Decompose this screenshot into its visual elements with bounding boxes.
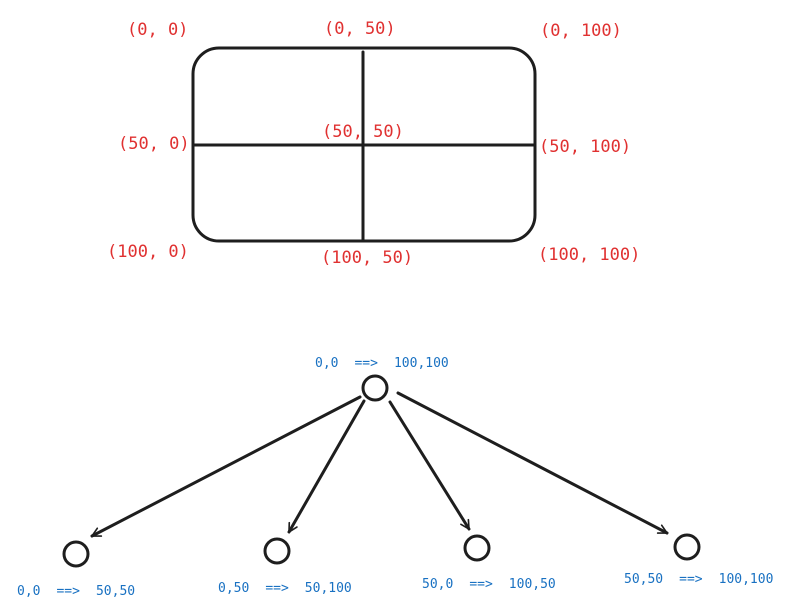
child-3-range-to: 100,50: [509, 577, 556, 592]
child-3-range-arrow: ==>: [469, 577, 493, 592]
child-node-2-circle: [263, 537, 291, 565]
edge-to-child-3: [388, 400, 471, 531]
child-node-3-circle: [463, 534, 491, 562]
grid-figure: [191, 46, 537, 243]
child-3-range-label: 50,0 ==> 100,50: [422, 577, 556, 592]
child-1-range-label: 0,0 ==> 50,50: [17, 584, 135, 599]
child-4-range-label: 50,50 ==> 100,100: [624, 572, 773, 587]
child-4-range-from: 50,50: [624, 572, 663, 587]
child-node-2: 0,50 ==> 50,100: [218, 537, 352, 596]
coord-label-middle-left: (50, 0): [118, 134, 190, 154]
coord-label-bottom-left: (100, 0): [107, 242, 189, 262]
root-range-from: 0,0: [315, 356, 338, 371]
tree-edges: [90, 391, 669, 538]
child-1-range-arrow: ==>: [56, 584, 80, 599]
child-node-1: 0,0 ==> 50,50: [17, 540, 135, 599]
coord-label-bottom-middle: (100, 50): [321, 248, 413, 268]
tree-root: 0,0 ==> 100,100: [315, 356, 449, 402]
edge-to-child-4: [396, 391, 669, 535]
coord-label-top-right: (0, 100): [540, 21, 622, 41]
child-1-range-to: 50,50: [96, 584, 135, 599]
child-2-range-label: 0,50 ==> 50,100: [218, 581, 352, 596]
coordinate-labels: (0, 0) (0, 50) (0, 100) (50, 0) (50, 50)…: [107, 19, 640, 268]
coord-label-middle-right: (50, 100): [539, 137, 631, 157]
edge-to-child-1: [90, 395, 362, 538]
child-2-range-arrow: ==>: [265, 581, 289, 596]
child-3-range-from: 50,0: [422, 577, 453, 592]
root-node: [361, 374, 389, 402]
root-range-label: 0,0 ==> 100,100: [315, 356, 449, 371]
child-node-4-circle: [673, 533, 701, 561]
child-4-range-to: 100,100: [719, 572, 774, 587]
child-node-1-circle: [62, 540, 90, 568]
coord-label-top-left: (0, 0): [127, 20, 188, 40]
child-node-4: 50,50 ==> 100,100: [624, 533, 773, 587]
child-2-range-to: 50,100: [305, 581, 352, 596]
coord-label-center: (50, 50): [322, 122, 404, 142]
child-2-range-from: 0,50: [218, 581, 249, 596]
root-range-to: 100,100: [394, 356, 449, 371]
edge-to-child-2: [287, 399, 366, 534]
coord-label-top-middle: (0, 50): [324, 19, 396, 39]
child-4-range-arrow: ==>: [679, 572, 703, 587]
child-node-3: 50,0 ==> 100,50: [422, 534, 556, 592]
child-1-range-from: 0,0: [17, 584, 40, 599]
coord-label-bottom-right: (100, 100): [538, 245, 640, 265]
tree-children: 0,0==>50,50 0,50==>50,100 50,0==>100,50 …: [17, 533, 773, 599]
root-range-arrow: ==>: [354, 356, 378, 371]
